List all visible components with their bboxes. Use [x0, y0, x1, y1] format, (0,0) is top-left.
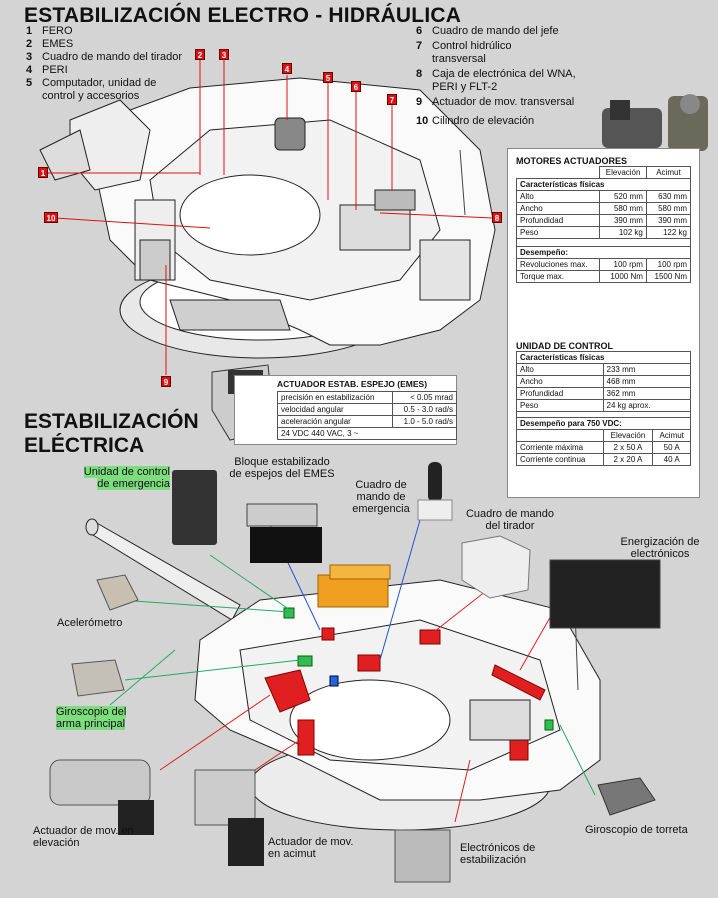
label-energizacion: Energización de electrónicos: [620, 536, 700, 560]
callout-8: 8: [492, 212, 502, 223]
electric-turret-drawing: [85, 518, 601, 831]
hydraulic-title: ESTABILIZACIÓN ELECTRO - HIDRÁULICA: [24, 4, 462, 27]
callout-5: 5: [323, 72, 333, 83]
electric-component-images: [49, 462, 661, 883]
callout-3: 3: [219, 49, 229, 60]
motor-actuator-images: [602, 94, 708, 151]
label-bloque-espejos: Bloque estabilizado de espejos del EMES: [229, 456, 335, 480]
callout-9: 9: [161, 376, 171, 387]
table-row: precisión en estabilización< 0.05 mrad: [277, 391, 458, 404]
emes-spec-box: ACTUADOR ESTAB. ESPEJO (EMES) precisión …: [234, 375, 458, 445]
callout-4: 4: [282, 63, 292, 74]
emes-table: precisión en estabilización< 0.05 mrad v…: [277, 391, 458, 440]
emes-title: ACTUADOR ESTAB. ESPEJO (EMES): [277, 379, 428, 389]
hydraulic-leader-lines: [47, 60, 494, 375]
label-electronicos: Electrónicos de estabilización: [460, 842, 536, 866]
callout-7: 7: [387, 94, 397, 105]
label-giroscopio-torreta: Giroscopio de torreta: [585, 824, 688, 836]
label-cuadro-emergencia: Cuadro de mando de emergencia: [352, 479, 410, 515]
label-giroscopio-arma: Giroscopio del arma principal: [56, 706, 127, 730]
label-unidad-emergencia: Unidad de control de emergencia: [83, 466, 170, 490]
label-actuador-acimut: Actuador de mov. en acimut: [268, 836, 354, 860]
motores-title: MOTORES ACTUADORES: [516, 156, 628, 166]
electric-title: ESTABILIZACIÓN ELÉCTRICA: [24, 410, 199, 457]
callout-6: 6: [351, 81, 361, 92]
label-cuadro-tirador: Cuadro de mando del tirador: [465, 508, 555, 532]
unidad-title: UNIDAD DE CONTROL: [516, 341, 613, 351]
callout-1: 1: [38, 167, 48, 178]
callout-10: 10: [44, 212, 58, 223]
label-acelerometro: Acelerómetro: [57, 617, 123, 629]
callout-2: 2: [195, 49, 205, 60]
label-actuador-elevacion: Actuador de mov. en elevación: [33, 825, 134, 849]
hydraulic-turret-drawing: [39, 77, 496, 359]
